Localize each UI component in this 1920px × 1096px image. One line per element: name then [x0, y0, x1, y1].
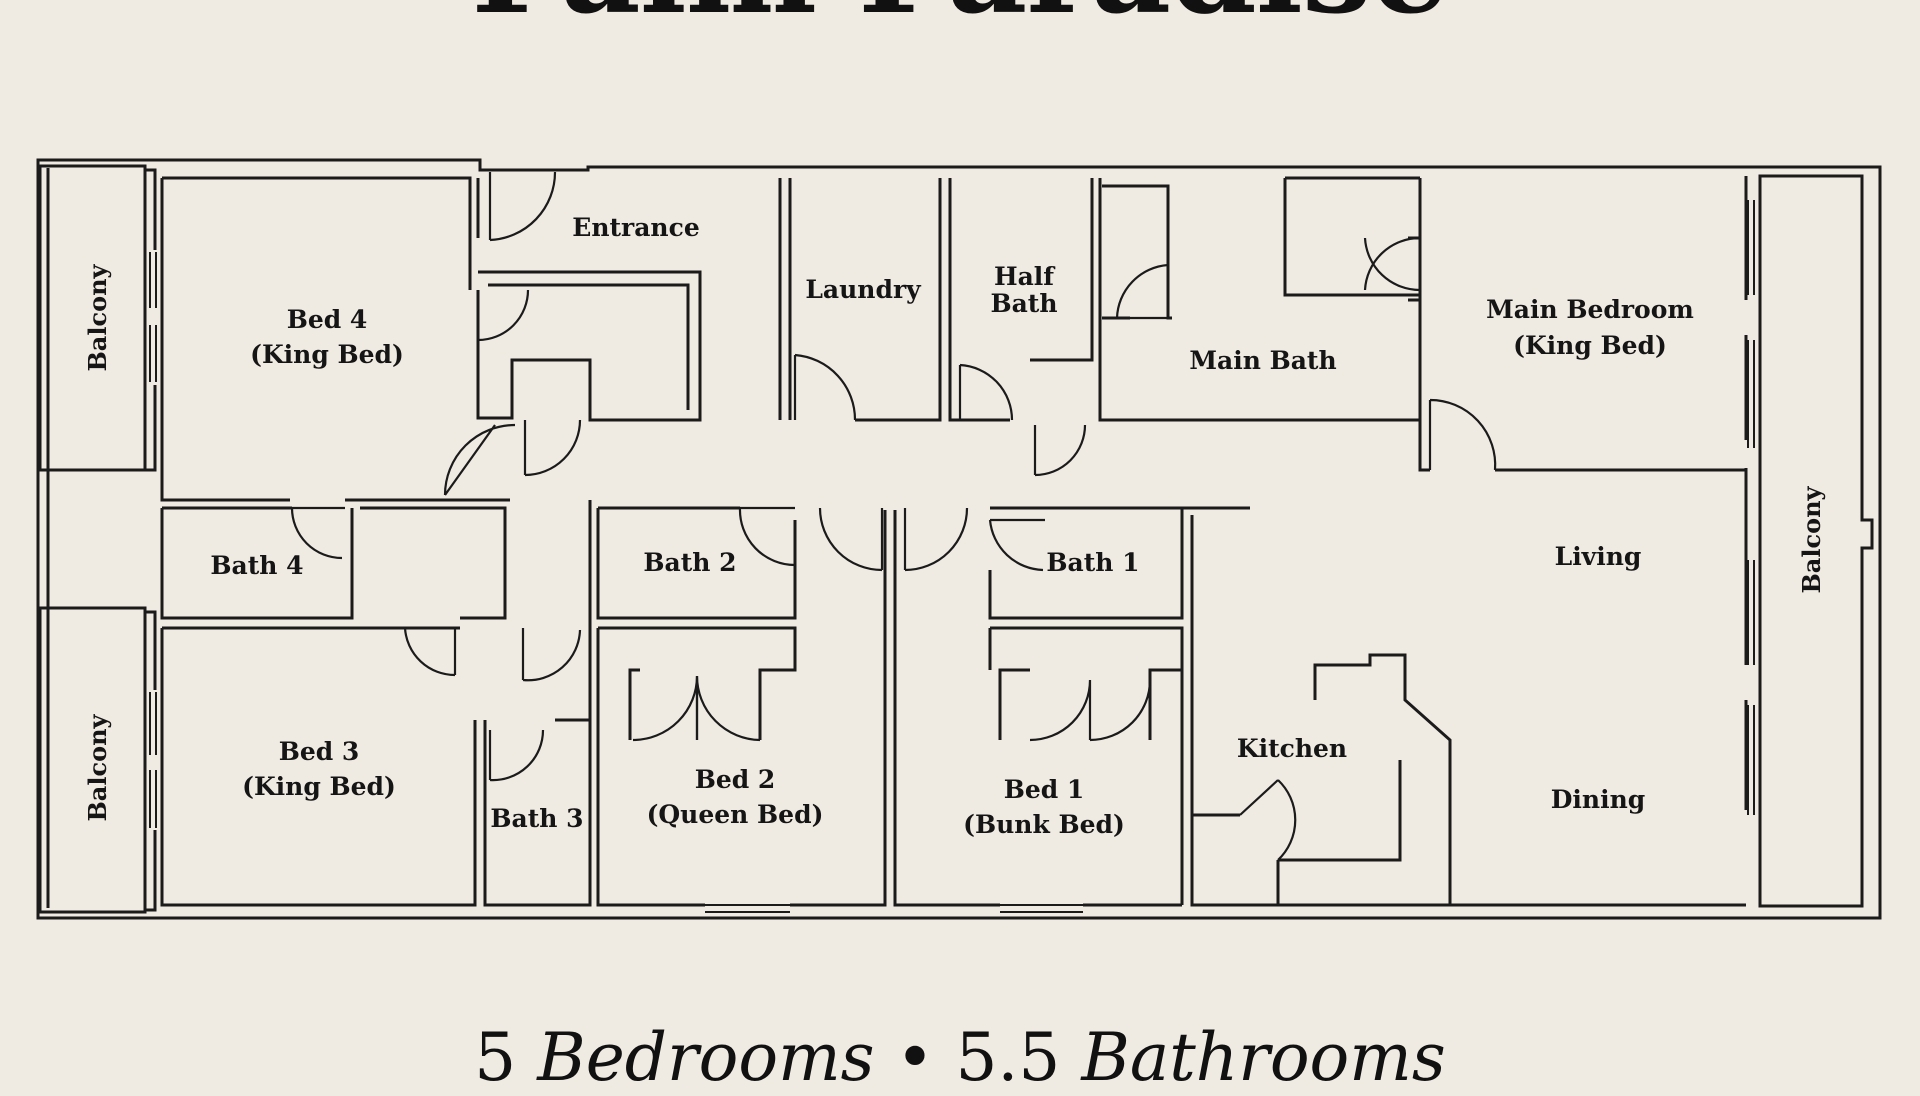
label-bed2-1: Bed 2	[695, 765, 776, 794]
bathrooms-label: Bathrooms	[1081, 1019, 1446, 1096]
outer-walls	[36, 158, 1882, 920]
label-bath3: Bath 3	[490, 804, 583, 833]
left-balconies	[38, 164, 157, 914]
label-balcony-bottom-left: Balcony	[83, 713, 112, 821]
label-bed1-1: Bed 1	[1004, 775, 1085, 804]
label-bed2-2: (Queen Bed)	[647, 800, 824, 829]
label-half-bath-1: Half	[994, 262, 1056, 291]
label-laundry: Laundry	[805, 275, 922, 304]
bathrooms-count: 5.5	[955, 1019, 1061, 1096]
label-bed4-2: (King Bed)	[250, 340, 404, 369]
label-balcony-right: Balcony	[1797, 485, 1826, 593]
interior-walls	[160, 176, 1746, 907]
label-main-bath: Main Bath	[1189, 346, 1336, 375]
label-balcony-top-left: Balcony	[83, 263, 112, 371]
label-bath2: Bath 2	[643, 548, 736, 577]
bedrooms-label: Bedrooms	[537, 1019, 875, 1096]
label-entrance: Entrance	[572, 213, 699, 242]
label-main-bedroom-2: (King Bed)	[1513, 331, 1667, 360]
label-bath1: Bath 1	[1046, 548, 1139, 577]
label-bed3-2: (King Bed)	[242, 772, 396, 801]
label-half-bath-2: Bath	[990, 289, 1057, 318]
label-bed1-2: (Bunk Bed)	[963, 810, 1125, 839]
right-balcony	[1744, 174, 1874, 908]
room-labels: Entrance Laundry Half Bath Main Bath Mai…	[83, 213, 1826, 839]
label-kitchen: Kitchen	[1237, 734, 1347, 763]
label-living: Living	[1555, 542, 1642, 571]
label-bath4: Bath 4	[210, 551, 303, 580]
bottom-windows	[705, 904, 1083, 913]
label-dining: Dining	[1551, 785, 1646, 814]
separator-dot: •	[895, 1019, 935, 1096]
label-bed3-1: Bed 3	[279, 737, 360, 766]
page-title: Palm Paradise	[0, 0, 1920, 32]
label-bed4-1: Bed 4	[287, 305, 368, 334]
doors	[290, 171, 1497, 861]
label-main-bedroom-1: Main Bedroom	[1486, 295, 1694, 324]
bedrooms-count: 5	[474, 1019, 517, 1096]
summary-line: 5 Bedrooms • 5.5 Bathrooms	[0, 1025, 1920, 1091]
